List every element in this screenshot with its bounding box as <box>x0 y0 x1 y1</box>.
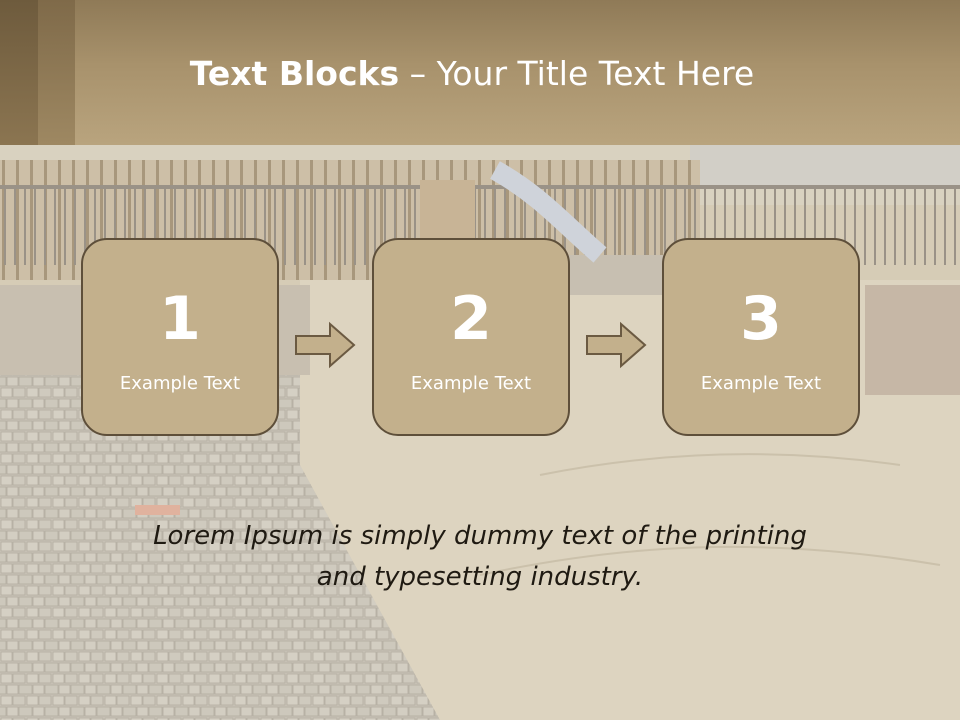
block-number: 1 <box>159 284 201 354</box>
body-text-line-2: and typesetting industry. <box>316 562 644 592</box>
block-label: Example Text <box>119 373 241 394</box>
body-text: Lorem Ipsum is simply dummy text of the … <box>80 516 880 598</box>
block-number: 3 <box>740 284 782 354</box>
right-arrow-icon <box>295 321 356 369</box>
text-block-2: 2 Example Text <box>372 238 570 436</box>
block-number: 2 <box>450 284 492 354</box>
header-accent-dark <box>0 0 38 145</box>
header-band: Text Blocks – Your Title Text Here <box>0 0 960 145</box>
body-text-line-1: Lorem Ipsum is simply dummy text of the … <box>153 521 807 551</box>
right-arrow-icon <box>586 321 647 369</box>
title-bold: Text Blocks <box>189 54 400 93</box>
header-accent-mid <box>38 0 75 145</box>
text-block-1: 1 Example Text <box>81 238 279 436</box>
block-label: Example Text <box>410 373 532 394</box>
slide-title: Text Blocks – Your Title Text Here <box>0 52 944 96</box>
block-label: Example Text <box>700 373 822 394</box>
title-rest: – Your Title Text Here <box>399 54 755 93</box>
text-block-3: 3 Example Text <box>662 238 860 436</box>
